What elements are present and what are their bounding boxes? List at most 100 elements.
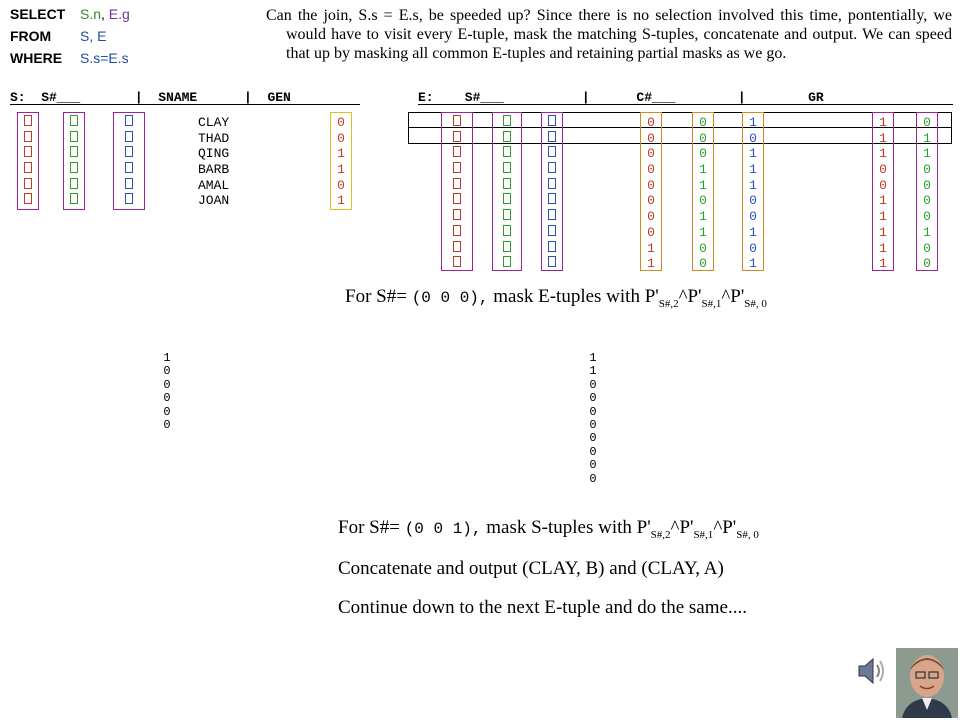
bit-cell: 0 [163,391,171,406]
hidden-bit-glyph [503,209,511,221]
p1-bits: (0 0 0), [411,289,489,307]
speaker-icon[interactable] [855,654,889,688]
hidden-bit-glyph [70,146,78,158]
e-sno-bit0-column [541,112,563,271]
hidden-bit-glyph [24,115,32,126]
bit-cell: 1 [589,364,597,379]
bit-cell: 0 [923,193,931,209]
bit-cell: 1 [163,351,171,365]
sname-cell: QING [198,146,230,162]
hidden-bit-glyph [503,130,511,142]
bit-cell: 0 [589,391,597,406]
bit-cell: 1 [647,256,655,272]
sname-cell: AMAL [198,177,230,193]
bit-cell: 0 [647,130,655,146]
hidden-bit-glyph [503,193,511,205]
e-row1-highlight [408,112,952,128]
bit-cell: 0 [699,256,707,272]
hidden-bit-glyph [24,130,32,142]
hidden-bit-glyph [125,130,133,142]
hidden-bit-glyph [453,146,461,158]
where-args: S.s=E.s [80,50,129,66]
hidden-bit-glyph [453,209,461,221]
bit-cell: 1 [879,146,887,162]
hidden-bit-glyph [453,162,461,174]
hidden-bit-glyph [548,130,556,142]
hidden-bit-glyph [24,193,32,205]
bit-cell: 0 [699,115,707,130]
hidden-bit-glyph [125,146,133,158]
bit-cell: 1 [879,115,887,130]
bit-cell: 0 [923,256,931,272]
bit-cell: 1 [699,209,707,225]
gen-cell: 0 [337,177,345,193]
gen-cell: 1 [337,193,345,209]
hidden-bit-glyph [548,146,556,158]
hidden-bit-glyph [24,162,32,174]
hidden-bit-glyph [453,256,461,268]
sname-cell: BARB [198,162,230,178]
bit-cell: 1 [923,224,931,240]
p1-rest: mask E-tuples with P' [488,286,659,307]
hidden-bit-glyph [125,177,133,189]
e-row2-highlight [408,127,952,144]
bit-cell: 0 [749,240,757,256]
bit-cell: 0 [699,240,707,256]
hidden-bit-glyph [125,193,133,205]
p1-m2: ^P' [678,286,702,307]
select-keyword: SELECT [10,6,66,22]
bit-cell: 0 [589,377,597,392]
hidden-bit-glyph [453,224,461,236]
bit-cell: 0 [647,177,655,193]
bit-cell: 0 [163,418,171,433]
bit-cell: 0 [879,162,887,178]
e-table-header: E: S#___ | C#___ | GR [418,90,824,105]
bit-cell: 1 [749,146,757,162]
hidden-bit-glyph [548,209,556,221]
s-sno-bit2-column [17,112,39,210]
hidden-bit-glyph [503,224,511,236]
p2-sub3: S#, 0 [736,528,759,541]
from-args: S, E [80,28,107,44]
sname-cell: THAD [198,130,230,146]
hidden-bit-glyph [548,115,556,126]
gen-cell: 0 [337,130,345,146]
bit-cell: 0 [879,177,887,193]
hidden-bit-glyph [453,130,461,142]
hidden-bit-glyph [70,115,78,126]
bit-cell: 0 [923,115,931,130]
s-sno-bit0-column [113,112,145,210]
bit-cell: 1 [879,240,887,256]
bit-cell: 1 [749,224,757,240]
hidden-bit-glyph [453,193,461,205]
bit-cell: 0 [923,240,931,256]
bit-cell: 1 [879,209,887,225]
intro-paragraph: Can the join, S.s = E.s, be speeded up? … [266,6,952,63]
hidden-bit-glyph [453,115,461,126]
s-table-header: S: S#___ | SNAME | GEN [10,90,291,105]
hidden-bit-glyph [548,162,556,174]
bit-cell: 0 [163,364,171,379]
hidden-bit-glyph [503,256,511,268]
bit-cell: 0 [923,209,931,225]
bit-cell: 1 [699,162,707,178]
bit-cell: 0 [699,193,707,209]
bit-cell: 0 [647,146,655,162]
instruction-mask-s: For S#= (0 0 1), mask S-tuples with P'S#… [338,517,759,541]
hidden-bit-glyph [548,193,556,205]
p1-m3: ^P' [721,286,745,307]
p2-sub2: S#,1 [693,528,714,541]
bit-cell: 1 [879,193,887,209]
gen-cell: 0 [337,115,345,130]
bit-cell: 1 [749,177,757,193]
e-header-underline [418,104,953,105]
hidden-bit-glyph [24,177,32,189]
p2-m3: ^P' [713,517,737,538]
